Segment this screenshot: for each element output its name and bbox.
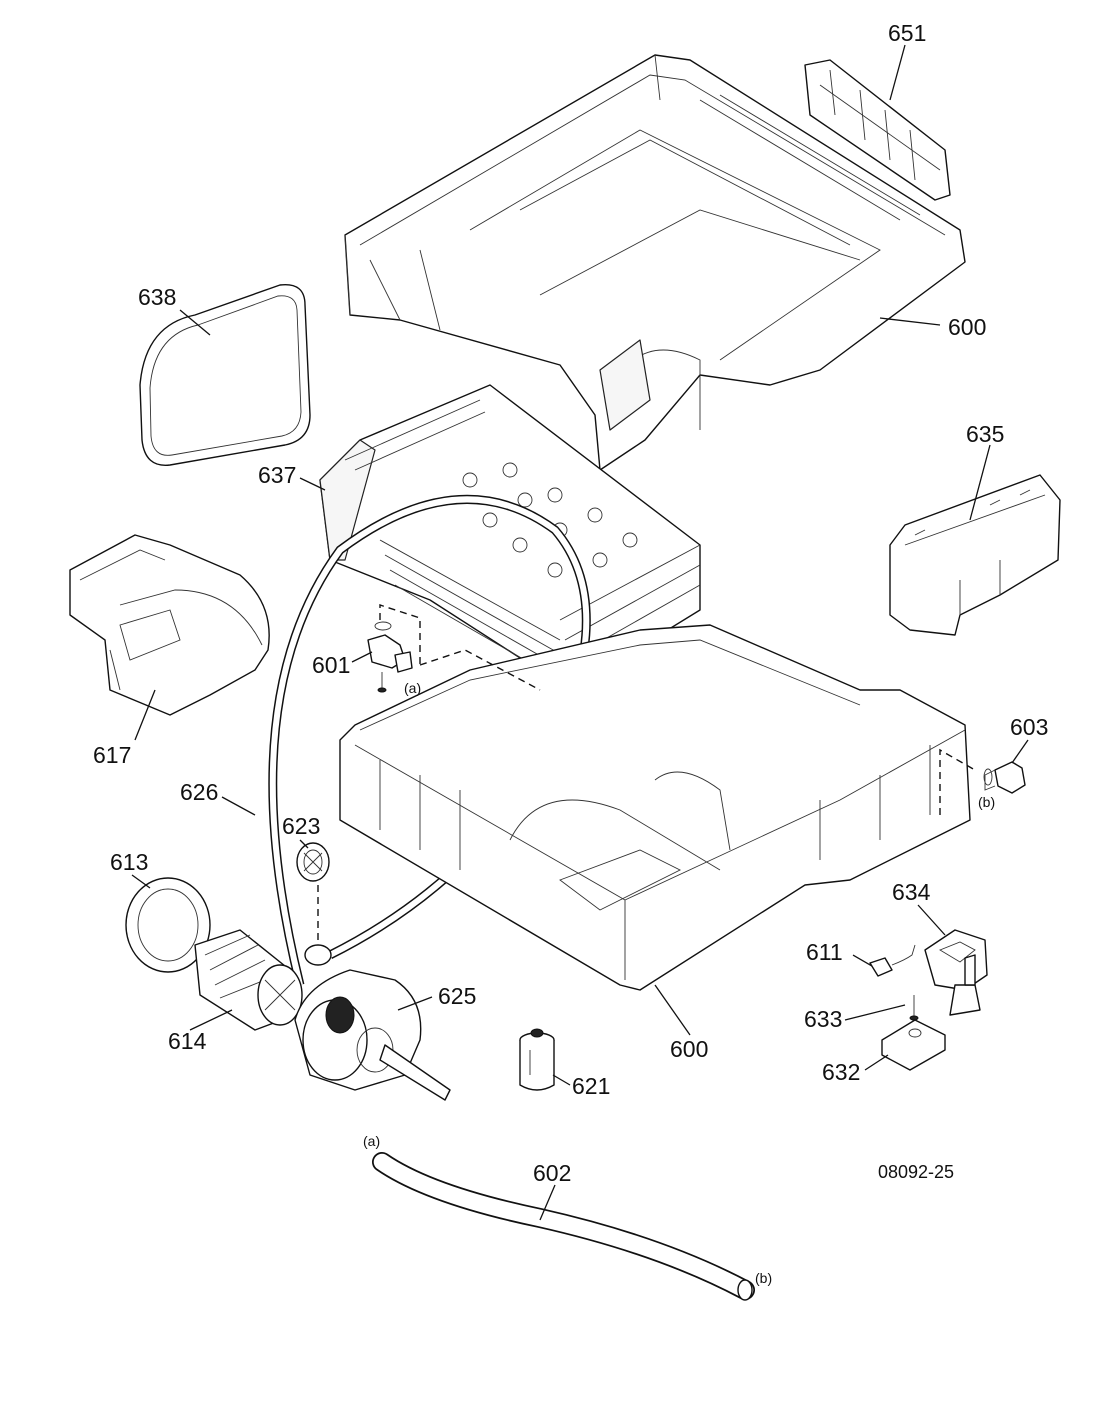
part-603-fitting xyxy=(983,761,1026,794)
part-623-pulley xyxy=(296,842,330,882)
callout-614: 614 xyxy=(168,1028,207,1054)
callout-635: 635 xyxy=(966,421,1004,447)
part-600-base xyxy=(339,624,971,991)
part-602-hose xyxy=(372,1152,755,1301)
part-621-capacitor xyxy=(519,1028,555,1091)
part-611-connector xyxy=(869,944,916,977)
part-625-motor xyxy=(294,944,451,1101)
part-637-drum xyxy=(319,384,701,691)
part-638-door-seal xyxy=(139,283,311,466)
callout-603: 603 xyxy=(1010,714,1048,740)
callout-617: 617 xyxy=(93,742,131,768)
callout-600-bottom: 600 xyxy=(670,1036,708,1062)
part-635-duct-cover xyxy=(889,474,1061,636)
callout-600-top: 600 xyxy=(948,314,986,340)
callout-651: 651 xyxy=(888,20,926,46)
part-613-gasket-ring xyxy=(125,877,211,973)
callout-637: 637 xyxy=(258,462,296,488)
callout-632: 632 xyxy=(822,1059,860,1085)
part-600-upper-frame xyxy=(344,54,966,471)
callout-634: 634 xyxy=(892,879,931,905)
callout-623: 623 xyxy=(282,813,320,839)
fitting-routing-line xyxy=(939,748,976,815)
callout-613: 613 xyxy=(110,849,148,875)
callout-611: 611 xyxy=(806,939,843,965)
connector-b-fitting: (b) xyxy=(978,794,995,810)
part-617-blower-housing xyxy=(69,534,270,716)
callout-633: 633 xyxy=(804,1006,842,1032)
part-634-pump xyxy=(924,929,988,1016)
callout-626: 626 xyxy=(180,779,218,805)
connector-a-valve: (a) xyxy=(404,680,421,696)
valve-routing-line xyxy=(379,604,541,691)
callout-625: 625 xyxy=(438,983,476,1009)
connector-b-hose: (b) xyxy=(755,1270,772,1286)
callout-621: 621 xyxy=(572,1073,610,1099)
drawing-code: 08092-25 xyxy=(878,1162,954,1182)
leader-lines xyxy=(131,44,1029,1221)
callout-601: 601 xyxy=(312,652,350,678)
connector-a-hose: (a) xyxy=(363,1133,380,1149)
callout-602: 602 xyxy=(533,1160,571,1186)
part-632-pump-base xyxy=(881,1019,946,1071)
callout-638: 638 xyxy=(138,284,176,310)
part-614-blower-wheel xyxy=(194,929,303,1031)
part-601-valve xyxy=(367,621,413,693)
part-633-screw xyxy=(909,995,919,1021)
part-651-lint-guide xyxy=(804,59,951,201)
